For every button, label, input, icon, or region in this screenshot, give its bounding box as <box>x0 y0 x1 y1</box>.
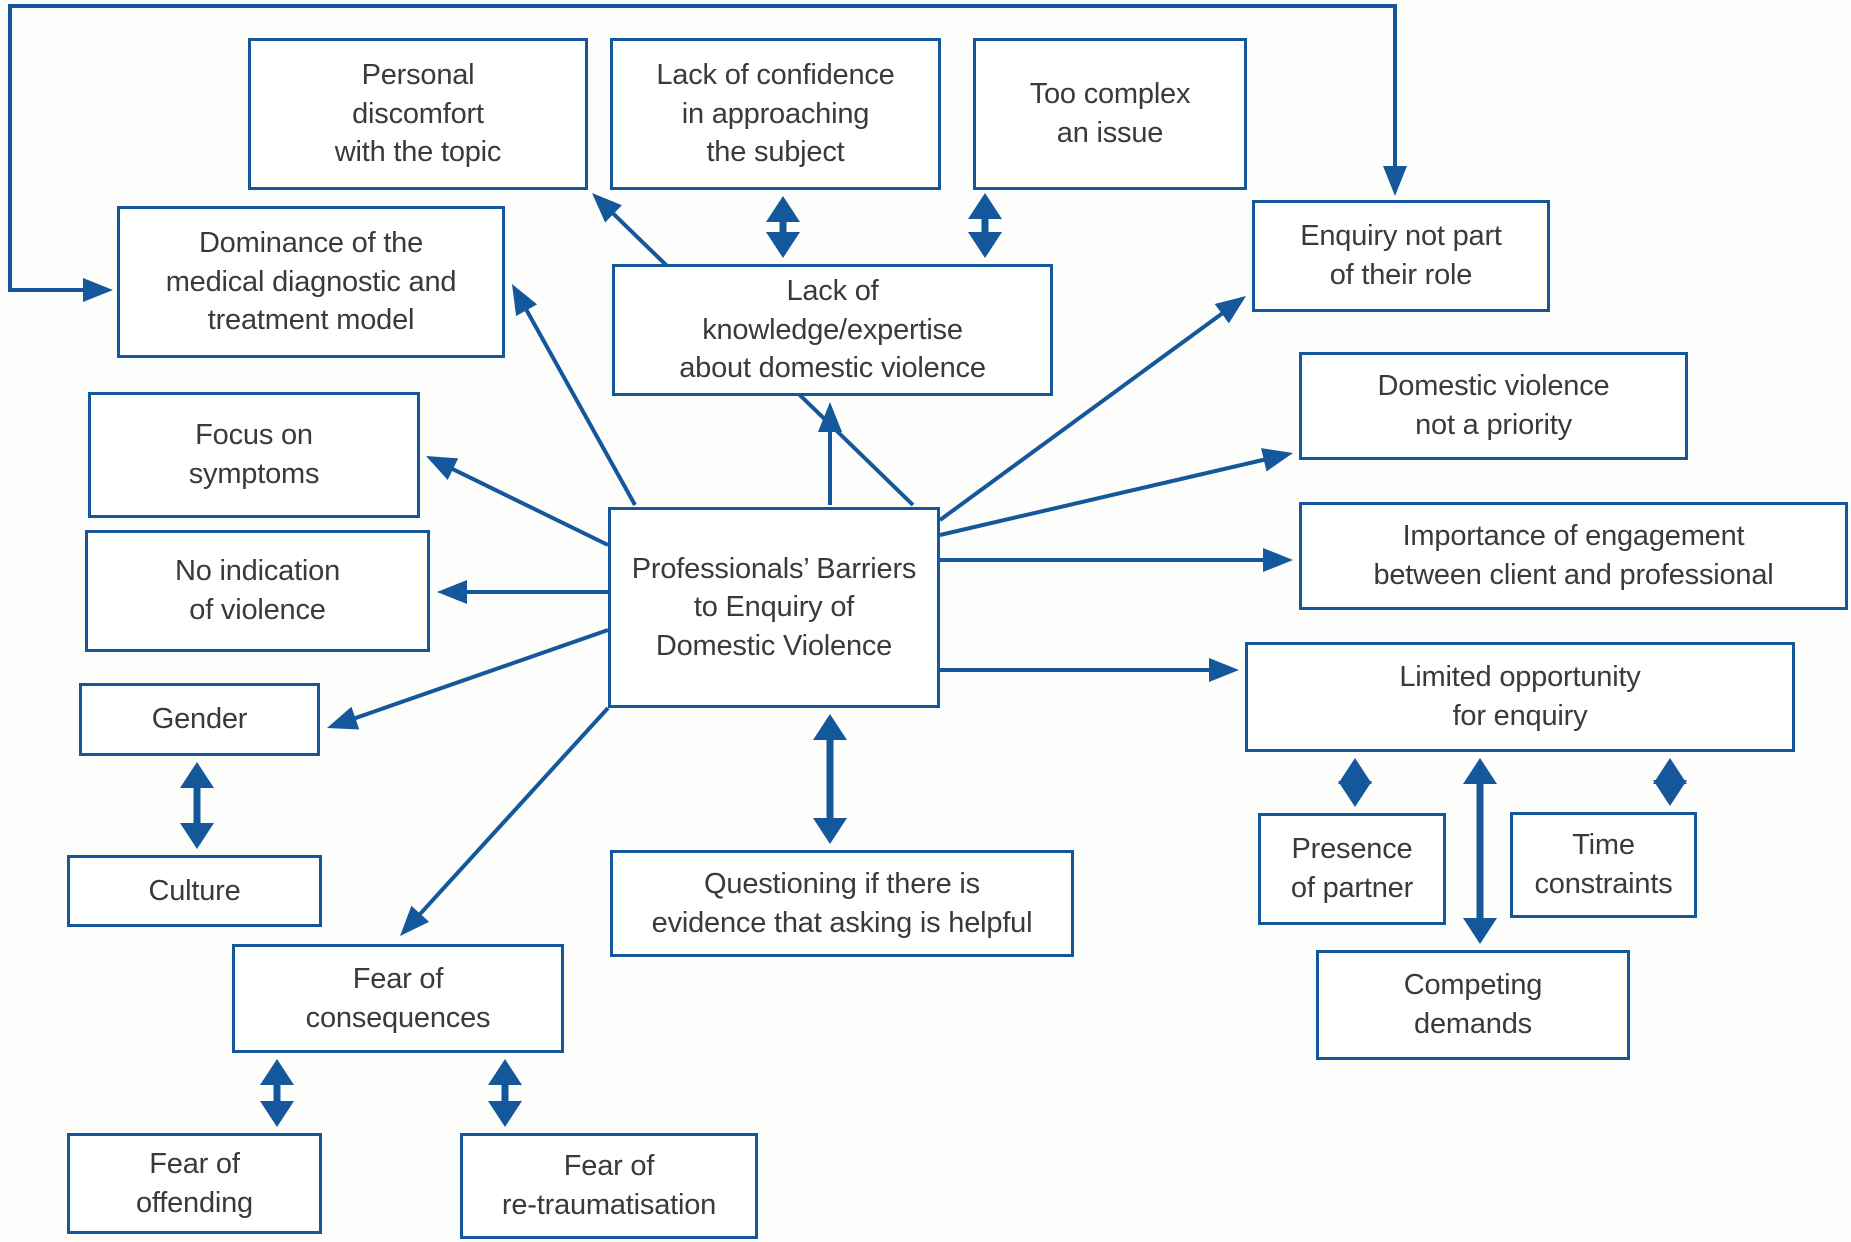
fear-of-consequences-label: Fear of consequences <box>305 962 491 1034</box>
connector-line <box>416 706 610 919</box>
arrowhead <box>1463 758 1497 784</box>
central-label: Professionals’ Barriers to Enquiry of Do… <box>631 552 917 662</box>
arrowhead <box>1463 918 1497 944</box>
time-constraints-label: Time constraints <box>1534 829 1673 900</box>
dominance-medical-model-label: Dominance of the medical diagnostic and … <box>165 227 457 337</box>
focus-on-symptoms-label: Focus on symptoms <box>188 419 320 490</box>
arrowhead <box>437 580 467 604</box>
node-dominance-medical-model: Dominance of the medical diagnostic and … <box>117 206 505 358</box>
limited-opportunity-label: Limited opportunity for enquiry <box>1399 661 1641 732</box>
enquiry-not-part-label: Enquiry not part of their role <box>1300 220 1502 291</box>
arrowhead <box>488 1059 522 1085</box>
node-too-complex: Too complex an issue <box>973 38 1247 190</box>
personal-discomfort-label: Personal discomfort with the topic <box>334 59 502 169</box>
node-fear-of-retraumatisation: Fear of re-traumatisation <box>460 1133 758 1239</box>
arrowhead <box>1214 296 1246 324</box>
node-fear-of-offending: Fear of offending <box>67 1133 322 1234</box>
domestic-violence-priority-label: Domestic violence not a priority <box>1377 370 1610 441</box>
node-central: Professionals’ Barriers to Enquiry of Do… <box>608 507 940 708</box>
node-limited-opportunity: Limited opportunity for enquiry <box>1245 642 1795 752</box>
connector-line <box>448 465 609 547</box>
questioning-evidence-label: Questioning if there is evidence that as… <box>651 867 1033 939</box>
arrowhead <box>1653 758 1687 784</box>
fear-of-retraumatisation-label: Fear of re-traumatisation <box>501 1150 717 1221</box>
node-no-indication: No indication of violence <box>85 530 430 652</box>
importance-engagement-label: Importance of engagement between client … <box>1373 520 1774 591</box>
arrowhead <box>327 706 360 730</box>
edge-knowledge-confidence <box>766 196 800 258</box>
edge-central-limited <box>940 658 1239 682</box>
arrowhead <box>260 1101 294 1127</box>
arrowhead <box>766 232 800 258</box>
node-gender: Gender <box>79 683 320 756</box>
arrowhead <box>180 823 214 849</box>
node-time-constraints: Time constraints <box>1510 812 1697 918</box>
edge-central-noindication <box>437 580 608 604</box>
node-culture: Culture <box>67 855 322 927</box>
node-questioning-evidence: Questioning if there is evidence that as… <box>610 850 1074 957</box>
edge-central-focus <box>426 456 609 547</box>
arrowhead <box>1261 448 1293 472</box>
arrowhead <box>1338 781 1372 807</box>
node-presence-of-partner: Presence of partner <box>1258 813 1446 925</box>
arrowhead <box>488 1101 522 1127</box>
arrowhead <box>1263 548 1293 572</box>
gender-label: Gender <box>151 703 248 736</box>
edge-fear-retraumatisation <box>488 1059 522 1127</box>
fear-of-offending-label: Fear of offending <box>135 1147 253 1219</box>
arrowhead <box>1209 658 1239 682</box>
node-lack-of-confidence: Lack of confidence in approaching the su… <box>610 38 941 190</box>
presence-of-partner-label: Presence of partner <box>1290 833 1414 904</box>
edge-central-priority <box>939 448 1293 537</box>
arrowhead <box>818 402 842 432</box>
edge-central-fear <box>400 706 610 936</box>
lack-of-knowledge-label: Lack of knowledge/expertise about domest… <box>679 275 986 385</box>
arrowhead <box>400 905 430 936</box>
node-lack-of-knowledge: Lack of knowledge/expertise about domest… <box>612 264 1053 396</box>
node-domestic-violence-priority: Domestic violence not a priority <box>1299 352 1688 460</box>
arrowhead <box>813 714 847 740</box>
arrowhead <box>968 232 1002 258</box>
arrowhead <box>968 193 1002 219</box>
arrowhead <box>180 762 214 788</box>
too-complex-label: Too complex an issue <box>1029 78 1191 149</box>
arrowhead <box>1338 758 1372 784</box>
node-enquiry-not-part: Enquiry not part of their role <box>1252 200 1550 312</box>
arrowhead <box>512 284 538 316</box>
competing-demands-label: Competing demands <box>1403 969 1543 1040</box>
edge-central-knowledge <box>818 402 842 505</box>
connector-line <box>939 456 1269 537</box>
edge-limited-time <box>1653 758 1687 806</box>
edge-gender-culture <box>180 762 214 849</box>
arrowhead <box>260 1059 294 1085</box>
arrowhead <box>1653 780 1687 806</box>
edge-central-importance <box>940 548 1293 572</box>
arrowhead <box>813 818 847 844</box>
edge-knowledge-toocomplex <box>968 193 1002 258</box>
node-importance-engagement: Importance of engagement between client … <box>1299 502 1848 610</box>
edge-fear-offending <box>260 1059 294 1127</box>
node-personal-discomfort: Personal discomfort with the topic <box>248 38 588 190</box>
culture-label: Culture <box>148 874 241 907</box>
lack-of-confidence-label: Lack of confidence in approaching the su… <box>656 59 895 169</box>
edge-limited-presence <box>1338 758 1372 807</box>
arrowhead <box>1383 166 1407 196</box>
node-focus-on-symptoms: Focus on symptoms <box>88 392 420 518</box>
arrowhead <box>426 456 459 480</box>
node-fear-of-consequences: Fear of consequences <box>232 944 564 1053</box>
no-indication-label: No indication of violence <box>174 555 341 626</box>
edge-limited-competing <box>1463 758 1497 944</box>
node-competing-demands: Competing demands <box>1316 950 1630 1060</box>
arrowhead <box>592 193 622 223</box>
arrowhead <box>83 278 113 302</box>
arrowhead <box>766 196 800 222</box>
edge-central-questioning <box>813 714 847 844</box>
